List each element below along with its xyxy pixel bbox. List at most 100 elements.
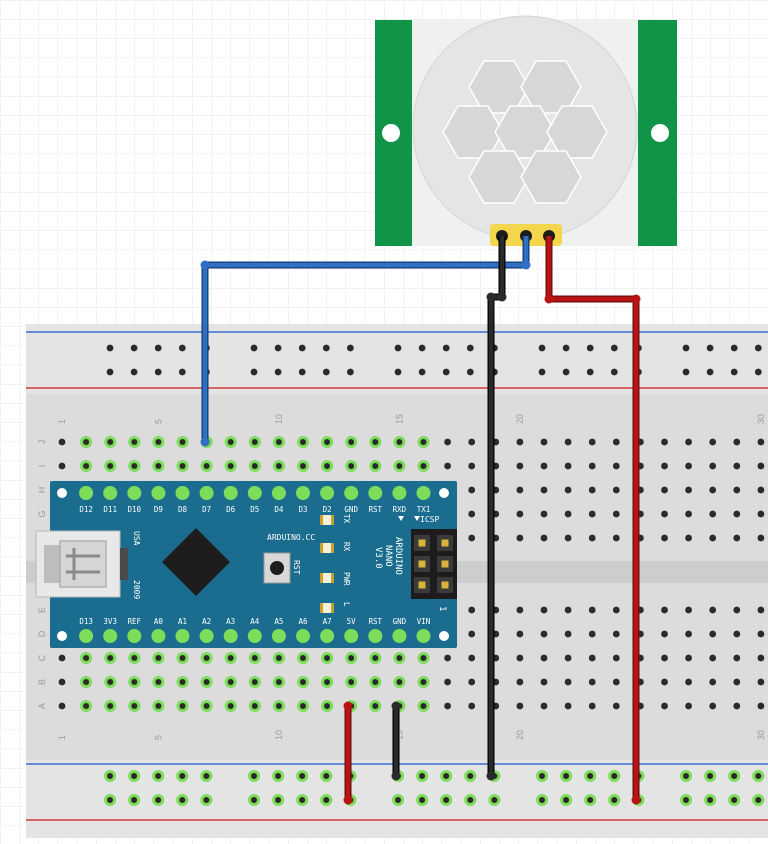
- breadboard-hole: [588, 486, 596, 494]
- reset-label: RST: [292, 560, 301, 575]
- usb-port: [59, 540, 107, 588]
- nano-bottom-pin: [320, 629, 335, 643]
- usb-label: USA: [132, 531, 141, 546]
- nano-bottom-pin: [175, 629, 190, 643]
- breadboard-hole: [58, 438, 66, 446]
- breadboard-hole: [516, 438, 524, 446]
- nano-bottom-pin: [79, 629, 94, 643]
- nano-bottom-pin: [199, 629, 214, 643]
- column-number-top: 15: [394, 414, 404, 424]
- breadboard-hole: [588, 510, 596, 518]
- breadboard-hole: [442, 344, 450, 352]
- breadboard-hole: [516, 654, 524, 662]
- breadboard-hole: [685, 606, 692, 614]
- nano-top-pin-label: D5: [250, 505, 259, 514]
- row-letter: G: [37, 510, 47, 517]
- breadboard-hole: [612, 438, 620, 446]
- nano-bottom-pin-label: A2: [202, 617, 211, 626]
- breadboard-hole: [564, 462, 572, 470]
- nano-bottom-pin-label: A0: [154, 617, 164, 626]
- column-number-top: 5: [153, 419, 163, 424]
- breadboard-hole: [588, 606, 596, 614]
- breadboard-hole: [468, 606, 476, 614]
- led: [320, 603, 334, 613]
- nano-bottom-pin-label: A4: [250, 617, 260, 626]
- usb-pins: [120, 548, 128, 580]
- breadboard-hole: [661, 438, 668, 446]
- nano-bottom-pin-label: 5V: [347, 617, 357, 626]
- breadboard-hole: [661, 486, 668, 494]
- breadboard-hole: [588, 654, 596, 662]
- breadboard-hole: [466, 368, 474, 376]
- arduino-board: [50, 481, 457, 648]
- wire-endpoint: [486, 292, 496, 302]
- row-letter: A: [37, 703, 47, 709]
- breadboard-hole: [322, 368, 330, 376]
- breadboard-hole: [347, 368, 354, 376]
- breadboard-hole: [733, 630, 741, 638]
- breadboard-hole: [709, 606, 717, 614]
- nano-bottom-pin: [416, 629, 431, 643]
- nano-top-pin-label: D2: [323, 505, 332, 514]
- breadboard-hole: [540, 462, 548, 470]
- breadboard-hole: [682, 344, 690, 352]
- wire-endpoint: [343, 795, 353, 805]
- breadboard-hole: [757, 486, 765, 494]
- row-letter: E: [37, 607, 47, 613]
- breadboard-hole: [685, 654, 692, 662]
- wire-endpoint: [391, 701, 401, 711]
- nano-top-pin: [416, 486, 431, 500]
- breadboard-hole: [733, 462, 741, 470]
- breadboard-hole: [564, 534, 572, 542]
- breadboard-hole: [661, 462, 668, 470]
- breadboard-hole: [418, 344, 426, 352]
- nano-pin-labels: D12D13D113V3D10REFD9A0D8A1D7A2D6A3D5A4D4…: [79, 505, 430, 626]
- reset-button-cap: [270, 561, 284, 575]
- breadboard-hole: [516, 462, 524, 470]
- wire-endpoint: [544, 294, 554, 304]
- breadboard-hole: [516, 486, 524, 494]
- nano-top-pin-label: D11: [103, 505, 117, 514]
- led: [320, 543, 334, 553]
- breadboard-hole: [298, 368, 306, 376]
- led-label: RX: [342, 542, 351, 552]
- breadboard-hole: [709, 510, 717, 518]
- pir-mount-hole-left: [382, 124, 400, 142]
- breadboard-hole: [661, 510, 668, 518]
- breadboard-hole: [588, 462, 596, 470]
- breadboard-hole: [564, 486, 572, 494]
- nano-bottom-pin-label: GND: [393, 617, 407, 626]
- breadboard-hole: [106, 344, 114, 352]
- nano-bottom-pin-label: A1: [178, 617, 187, 626]
- model-line-2: NANO: [383, 545, 393, 567]
- nano-top-pin: [199, 486, 214, 500]
- breadboard-hole: [444, 678, 451, 686]
- row-letter: I: [37, 465, 47, 468]
- breadboard-hole: [58, 654, 66, 662]
- nano-top-pin: [271, 486, 286, 500]
- icsp-pin-label: 1: [437, 606, 447, 611]
- breadboard-hole: [709, 678, 717, 686]
- breadboard-hole: [757, 702, 765, 710]
- breadboard-hole: [540, 654, 548, 662]
- breadboard-hole: [468, 678, 476, 686]
- breadboard-hole: [444, 654, 451, 662]
- wires: [200, 236, 641, 805]
- breadboard-hole: [586, 368, 594, 376]
- breadboard-hole: [661, 534, 668, 542]
- breadboard-hole: [442, 368, 450, 376]
- breadboard-hole: [757, 510, 765, 518]
- breadboard-hole: [709, 534, 717, 542]
- column-number-bottom: 10: [274, 730, 284, 740]
- breadboard-hole: [612, 462, 620, 470]
- breadboard-hole: [709, 486, 717, 494]
- breadboard-hole: [733, 534, 741, 542]
- breadboard-hole: [733, 702, 741, 710]
- nano-bottom-pin-label: A7: [323, 617, 332, 626]
- breadboard-hole: [154, 368, 162, 376]
- breadboard-hole: [516, 606, 524, 614]
- nano-top-pin: [296, 486, 310, 500]
- nano-top-pin-label: D3: [298, 505, 307, 514]
- breadboard-hole: [468, 654, 476, 662]
